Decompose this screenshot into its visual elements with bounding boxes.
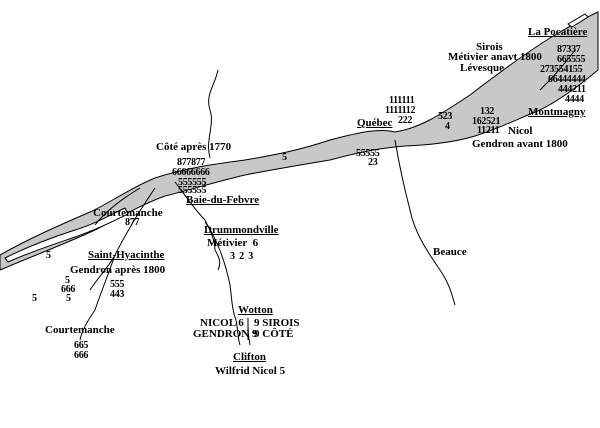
baie-numbers-4: 555555 (178, 185, 207, 196)
wotton-nicol: NICOL 6 (200, 317, 244, 329)
bottom-666: 666 (74, 350, 89, 361)
quebec-label: Québec (357, 117, 393, 129)
nicol-label: Nicol (508, 125, 533, 137)
mid-numbers-2: 23 (368, 157, 378, 168)
pocatiere-numbers-5: 444211 (558, 84, 586, 95)
mid-numbers-1: 55555 (356, 148, 380, 159)
metivier-1800-label: Métivier anavt 1800 (448, 51, 542, 63)
gendron-avant-label: Gendron avant 1800 (472, 138, 568, 150)
wotton-label: Wotton (238, 304, 273, 316)
left-5-a: 5 (46, 250, 51, 261)
baie-du-febvre-label: Baie-du-Febvre (186, 194, 260, 206)
sh-555: 555 (110, 279, 125, 290)
quebec-4: 4 (445, 121, 450, 132)
metivier-6-label: Métivier 6 (207, 237, 259, 249)
left-666: 666 (61, 284, 76, 295)
quebec-numbers-1: 111111 (389, 95, 415, 106)
left-5-b: 5 (65, 275, 70, 286)
montmagny-label: Montmagny (528, 106, 586, 118)
pocatiere-numbers-4: 66444444 (548, 74, 586, 85)
quebec-numbers-3: 222 (398, 115, 413, 126)
wotton-sirois: 9 SIROIS (254, 317, 300, 329)
pocatiere-numbers-3: 273554155 (540, 64, 583, 75)
st-lawrence-river (0, 11, 599, 271)
gendron-apres-label: Gendron après 1800 (70, 264, 166, 276)
courtemanche-label-2: Courtemanche (45, 324, 115, 336)
baie-numbers-1: 877877 (177, 157, 206, 168)
quebec-523: 523 (438, 111, 453, 122)
levesque-label: Lévesque (460, 62, 504, 74)
wilfrid-nicol-label: Wilfrid Nicol 5 (215, 365, 286, 377)
pocatiere-numbers-6: 4444 (565, 94, 584, 105)
cote-apres-label: Côté après 1770 (156, 141, 232, 153)
courtemanche-877: 877 (125, 217, 140, 228)
left-5-d: 5 (32, 293, 37, 304)
bottom-665: 665 (74, 340, 89, 351)
baie-numbers-2: 66666666 (172, 167, 210, 178)
montmagny-numbers-1: 132 (480, 106, 495, 117)
sirois-label: Sirois (476, 41, 503, 53)
beauce-label: Beauce (433, 246, 467, 258)
sh-443: 443 (110, 289, 125, 300)
island (567, 13, 589, 28)
drummond-numbers: 3 2 3 (230, 251, 253, 262)
montmagny-numbers-3: 11211 (477, 125, 500, 136)
pocatiere-numbers-1: 87337 (557, 44, 581, 55)
drummondville-label: Drummondville (204, 224, 279, 236)
river-5: 5 (282, 152, 287, 163)
la-pocatiere-label: La Pocatière (528, 26, 588, 38)
saint-hyacinthe-label: Saint-Hyacinthe (88, 249, 165, 261)
courtemanche-label-1: Courtemanche (93, 207, 163, 219)
quebec-numbers-2: 1111112 (385, 105, 416, 116)
south-arm (4, 207, 129, 263)
left-5-c: 5 (66, 293, 71, 304)
pocatiere-numbers-2: 665555 (557, 54, 586, 65)
wotton-cote: 9 CÔTÉ (254, 328, 294, 340)
baie-numbers-3: 555555 (178, 177, 207, 188)
montmagny-numbers-2: 162521 (472, 116, 501, 127)
wotton-gendron: GENDRON 9 (193, 328, 258, 340)
clifton-label: Clifton (233, 351, 266, 363)
